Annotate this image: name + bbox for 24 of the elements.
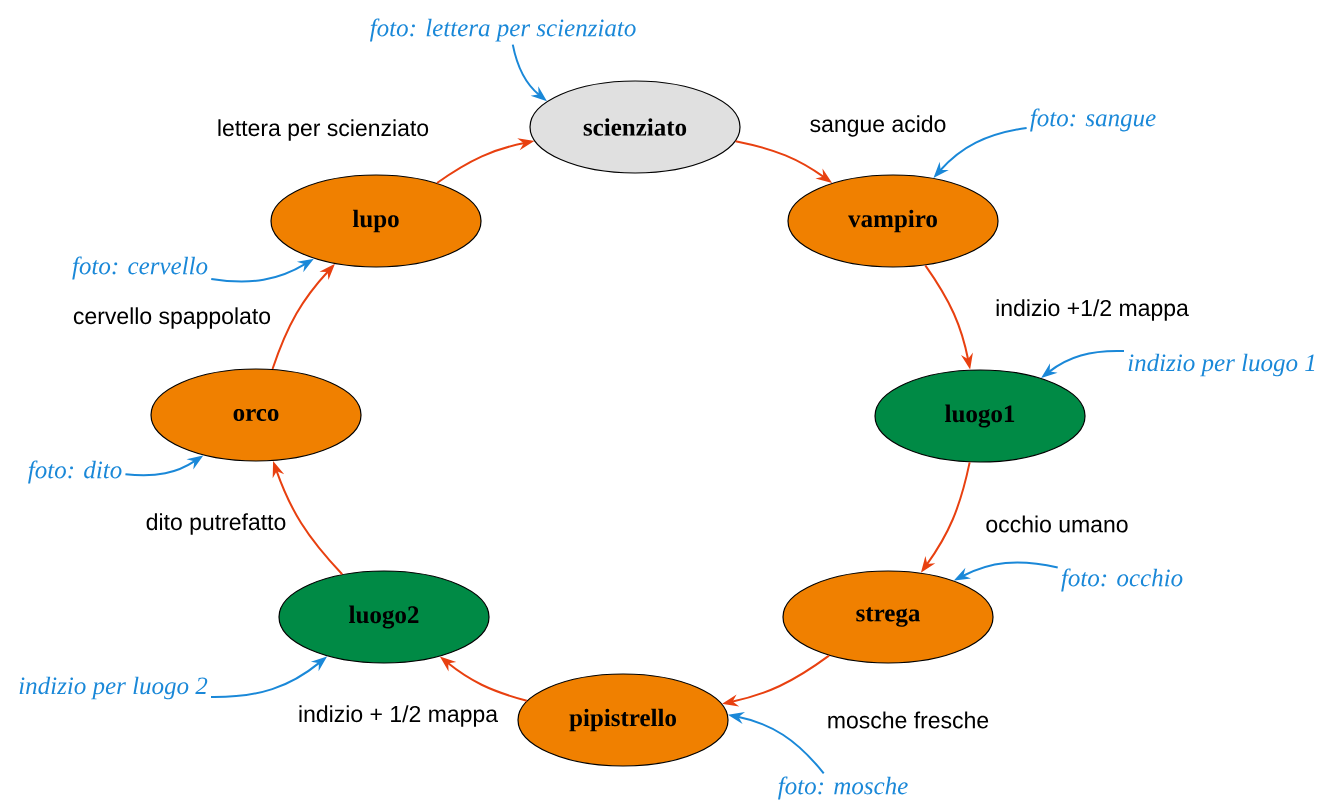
edge-label: indizio + 1/2 mappa	[295, 703, 501, 729]
ellipse-node: strega	[782, 570, 994, 664]
annotation-text: indizio per luogo 1	[1128, 353, 1315, 377]
edge-label: occhio umano	[983, 513, 1131, 535]
annotation-text: foto: cervello	[72, 256, 208, 280]
ellipse-node: orco	[150, 368, 362, 462]
ellipse-node: pipistrello	[517, 673, 729, 767]
edge-label: lettera per scienziato	[214, 117, 432, 143]
ellipse-node: vampiro	[787, 174, 999, 268]
annotation-text: foto: lettera per scienziato	[370, 18, 636, 42]
ellipse-node: luogo2	[278, 570, 490, 664]
edge-label: mosche fresche	[824, 709, 992, 731]
ellipse-node: scienziato	[529, 80, 741, 174]
edge-label: cervello spappolato	[70, 305, 274, 331]
annotation-text: foto: sangue	[1030, 108, 1156, 132]
edge-label: dito putrefatto	[143, 511, 289, 537]
ellipse-node: lupo	[270, 174, 482, 268]
annotation-text: indizio per luogo 2	[19, 676, 208, 700]
annotation-text: foto: occhio	[1061, 568, 1183, 592]
annotation-text: foto: mosche	[778, 776, 908, 800]
edge-label: sangue acido	[807, 113, 949, 139]
annotation-text: foto: dito	[28, 460, 122, 484]
edge-label: indizio +1/2 mappa	[993, 297, 1191, 323]
ellipse-node: luogo1	[874, 369, 1086, 463]
